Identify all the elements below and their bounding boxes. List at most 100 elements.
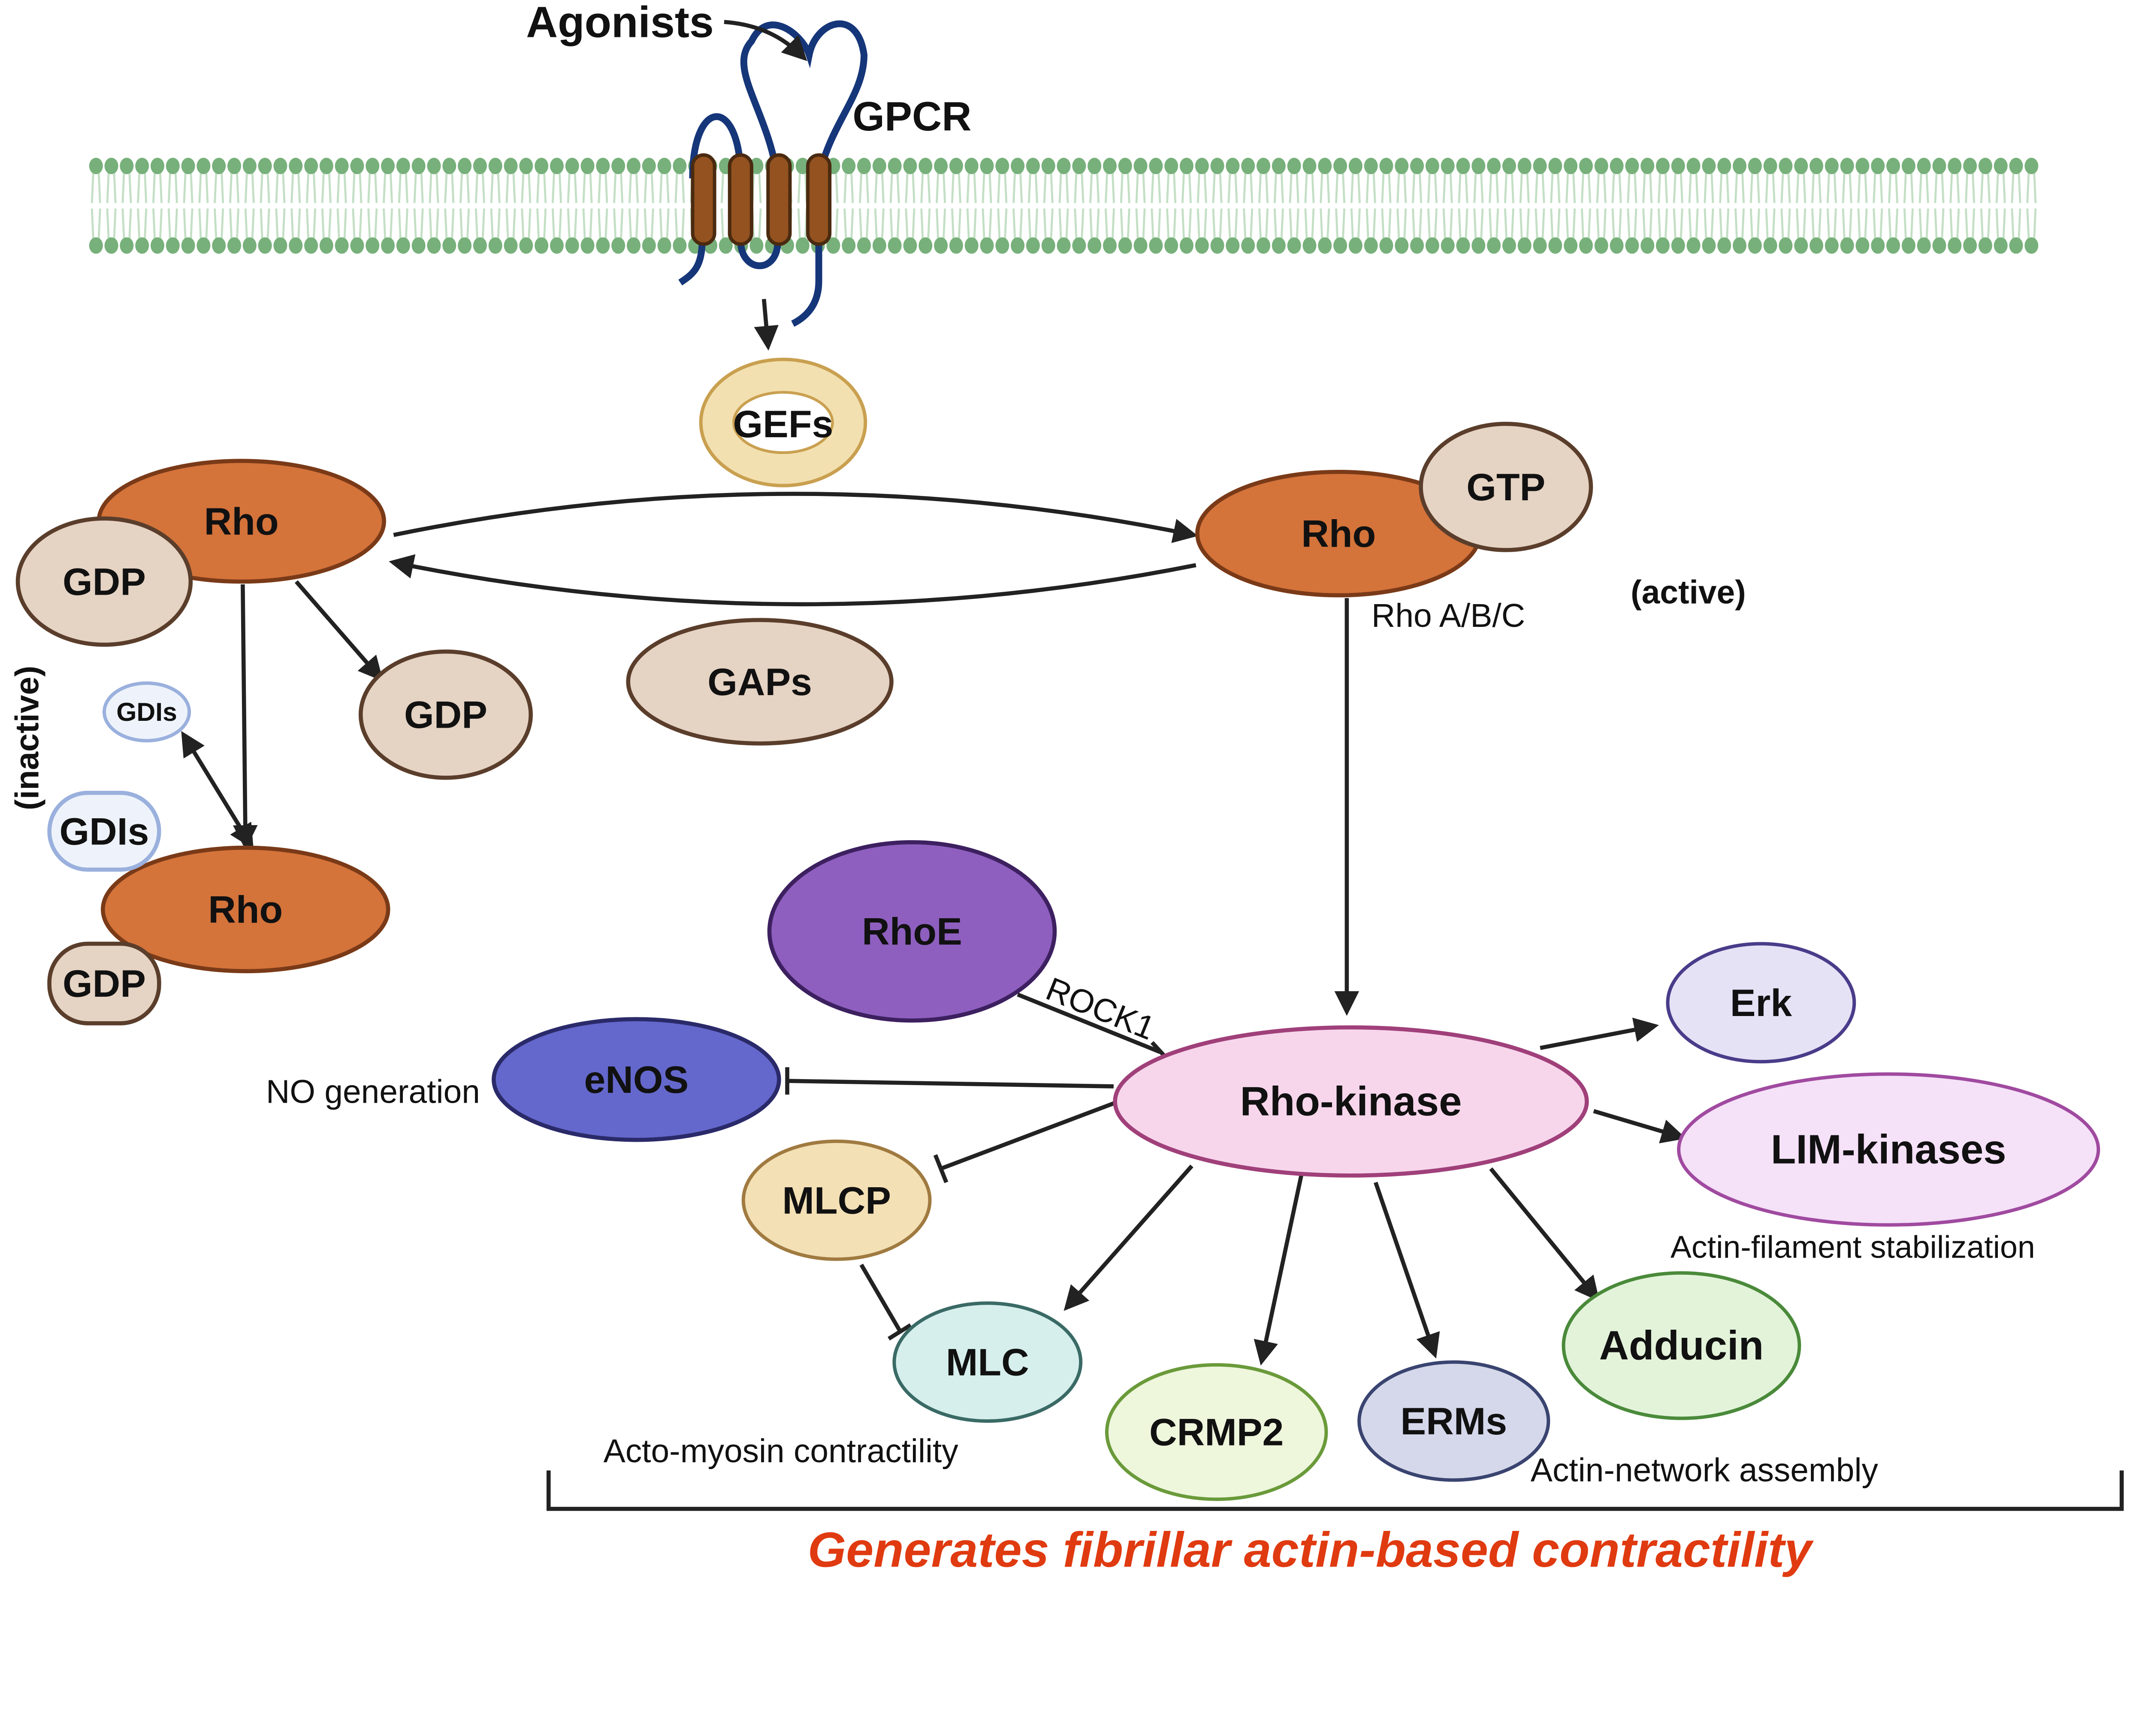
- gpcr-to-gefs-arrow: [754, 299, 779, 351]
- lipid-head: [596, 157, 610, 175]
- lipid-head: [826, 237, 840, 254]
- lipid-tail: [1842, 172, 1852, 239]
- lipid-head: [120, 157, 134, 175]
- rhoe-node: RhoE: [767, 840, 1057, 1023]
- lipid-head: [1302, 157, 1317, 175]
- lipid-head: [319, 157, 333, 175]
- lipid-head: [135, 237, 149, 254]
- gaps-node: GAPs: [626, 618, 894, 746]
- rock1-label: ROCK1: [1041, 971, 1160, 1047]
- lipid-tail: [874, 172, 885, 239]
- lipid-head: [473, 237, 487, 254]
- lipid-head: [1379, 157, 1393, 175]
- lipid-tail: [1980, 172, 1991, 239]
- lipid-head: [1410, 237, 1424, 254]
- lipid-tail: [1934, 172, 1945, 239]
- lipid-head: [1886, 237, 1900, 254]
- lipid-head: [396, 157, 410, 175]
- lipid-tail: [398, 172, 408, 239]
- lipid-head: [535, 157, 549, 175]
- lipid-head: [565, 157, 579, 175]
- lipid-tail: [628, 172, 639, 239]
- lipid-tail: [551, 172, 562, 239]
- lipid-head: [980, 237, 994, 254]
- lipid-tail: [843, 172, 854, 239]
- lipid-tail: [1227, 172, 1238, 239]
- lipid-head: [1594, 237, 1608, 254]
- lipid-tail: [1196, 172, 1207, 239]
- lipid-tail: [1611, 172, 1622, 239]
- lipid-tail: [275, 172, 286, 239]
- lipid-head: [1257, 237, 1270, 254]
- lipid-head: [366, 237, 380, 254]
- lipid-head: [1978, 157, 1992, 175]
- lipid-head: [1517, 157, 1532, 175]
- lipid-head: [1871, 157, 1885, 175]
- lipid-tail: [567, 172, 577, 239]
- lipid-head: [1026, 157, 1040, 175]
- lipid-tail: [1995, 172, 2006, 239]
- lipid-head: [1179, 157, 1193, 175]
- lipid-tail: [982, 172, 992, 239]
- lipid-tail: [1627, 172, 1637, 239]
- lipid-head: [1226, 237, 1240, 254]
- lipid-head: [1671, 237, 1685, 254]
- lipid-tail: [1135, 172, 1146, 239]
- lipid-head: [1410, 157, 1424, 175]
- lipid-tail: [1412, 172, 1423, 239]
- rho-kinase-to-erk-arrow: [1540, 1017, 1659, 1050]
- lipid-head: [1763, 237, 1777, 254]
- lipid-head: [442, 237, 456, 254]
- lipid-tail: [1673, 172, 1683, 239]
- lipid-head: [519, 237, 533, 254]
- lipid-head: [580, 157, 595, 175]
- lipid-head: [504, 157, 518, 175]
- lipid-head: [1041, 157, 1055, 175]
- lipid-tail: [429, 172, 439, 239]
- lipid-head: [89, 157, 103, 175]
- lipid-head: [934, 157, 948, 175]
- lipid-tail: [1734, 172, 1745, 239]
- lipid-head: [2009, 237, 2023, 254]
- lipid-tail: [1012, 172, 1023, 239]
- lipid-head: [1195, 237, 1209, 254]
- lipid-head: [411, 157, 426, 175]
- lipid-head: [1886, 157, 1900, 175]
- rho-kinase-label: Rho-kinase: [1240, 1079, 1462, 1125]
- lipid-head: [1333, 237, 1347, 254]
- rho-kinase-to-crmp2-arrow: [1254, 1173, 1304, 1366]
- lipid-head: [980, 157, 994, 175]
- lipid-head: [1855, 237, 1870, 254]
- lipid-head: [1103, 157, 1117, 175]
- gdp-label: GDP: [404, 693, 487, 736]
- enos-label: eNOS: [584, 1058, 689, 1101]
- lipid-head: [1763, 157, 1777, 175]
- lipid-head: [1702, 237, 1716, 254]
- lipid-head: [166, 157, 180, 175]
- lipid-head: [1164, 237, 1178, 254]
- lipid-head: [611, 237, 625, 254]
- lipid-tail: [1903, 172, 1914, 239]
- lipid-tail: [336, 172, 347, 239]
- lipid-head: [1487, 237, 1501, 254]
- lipid-head: [1241, 157, 1255, 175]
- gefs-node: GEFs: [699, 357, 867, 487]
- lipid-head: [319, 237, 333, 254]
- lipid-head: [1548, 237, 1562, 254]
- lipid-head: [1471, 157, 1486, 175]
- lipid-tail: [1089, 172, 1100, 239]
- rho-gdi-complex-node: Rho GDIs GDP: [47, 791, 390, 1025]
- lipid-head: [1471, 237, 1486, 254]
- lipid-head: [1948, 237, 1962, 254]
- lipid-head: [1948, 157, 1962, 175]
- lipid-head: [258, 237, 272, 254]
- lipid-tail: [459, 172, 470, 239]
- lipid-tail: [91, 172, 101, 239]
- lipid-head: [1179, 237, 1193, 254]
- lipid-head: [1686, 157, 1701, 175]
- lipid-tail: [1719, 172, 1730, 239]
- lipid-head: [1932, 157, 1946, 175]
- lipid-tail: [1765, 172, 1776, 239]
- lipid-head: [1348, 157, 1363, 175]
- lipid-tail: [966, 172, 977, 239]
